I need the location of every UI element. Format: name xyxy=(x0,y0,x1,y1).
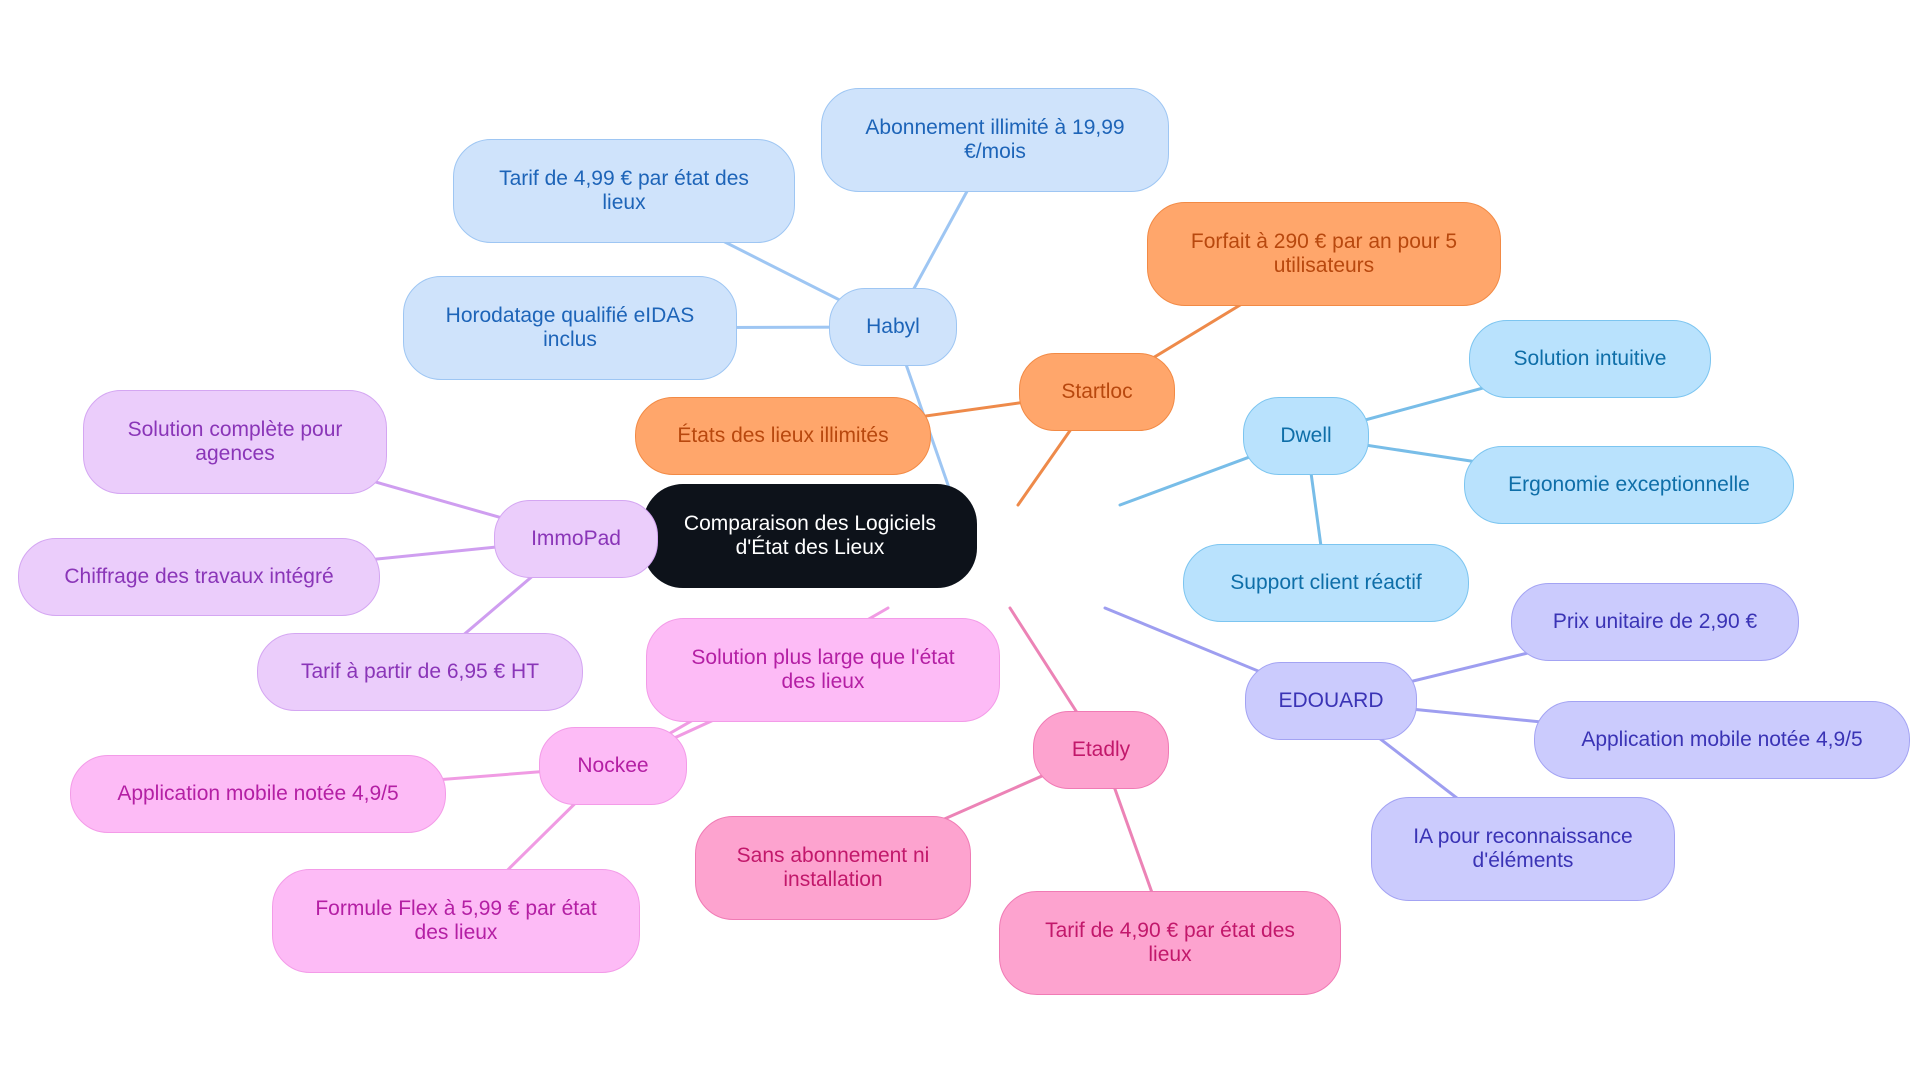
leaf-node-dwell-2-label-line: Ergonomie exceptionnelle xyxy=(1508,472,1750,496)
branch-node-habyl: Habyl xyxy=(829,288,957,366)
leaf-node-edouard-3-label-line: IA pour reconnaissance xyxy=(1413,824,1633,848)
root-node-label-line: d'État des Lieux xyxy=(735,536,885,559)
leaf-node-dwell-3-label-line: Support client réactif xyxy=(1230,570,1422,594)
leaf-node-nockee-2-label-line: Application mobile notée 4,9/5 xyxy=(117,781,399,805)
leaf-node-edouard-3-label-line: d'éléments xyxy=(1472,849,1574,872)
leaf-node-etadly-1-label-line: Sans abonnement ni xyxy=(736,843,930,867)
leaf-node-immopad-2: Chiffrage des travaux intégré xyxy=(18,538,380,616)
leaf-node-immopad-3-label-line: Tarif à partir de 6,95 € HT xyxy=(300,659,540,683)
leaf-node-etadly-2-label-line: Tarif de 4,90 € par état des xyxy=(1045,918,1295,942)
leaf-node-nockee-1-label-line: des lieux xyxy=(781,670,865,693)
leaf-node-startloc-2: États des lieux illimités xyxy=(635,397,931,475)
leaf-node-dwell-1-label-line: Solution intuitive xyxy=(1513,346,1667,370)
leaf-node-habyl-1-label-line: Abonnement illimité à 19,99 xyxy=(865,115,1125,139)
branch-node-startloc: Startloc xyxy=(1019,353,1175,431)
leaf-node-etadly-1-label-line: installation xyxy=(783,868,883,891)
branch-node-edouard: EDOUARD xyxy=(1245,662,1417,740)
leaf-node-edouard-1-label-line: Prix unitaire de 2,90 € xyxy=(1552,609,1758,633)
leaf-node-startloc-1-label-line: utilisateurs xyxy=(1273,254,1375,277)
branch-node-etadly: Etadly xyxy=(1033,711,1169,789)
leaf-node-nockee-2: Application mobile notée 4,9/5 xyxy=(70,755,446,833)
leaf-node-habyl-1: Abonnement illimité à 19,99€/mois xyxy=(821,88,1169,192)
leaf-node-startloc-2-label-line: États des lieux illimités xyxy=(677,423,889,447)
branch-node-immopad: ImmoPad xyxy=(494,500,658,578)
leaf-node-habyl-3-label-line: Horodatage qualifié eIDAS xyxy=(445,303,695,327)
leaf-node-nockee-3-label-line: des lieux xyxy=(414,921,498,944)
leaf-node-habyl-3-label-line: inclus xyxy=(543,328,597,351)
leaf-node-habyl-2-label-line: Tarif de 4,99 € par état des xyxy=(499,166,749,190)
leaf-node-habyl-1-label-line: €/mois xyxy=(964,140,1026,163)
branch-node-dwell-label-line: Dwell xyxy=(1280,423,1332,447)
branch-node-startloc-label-line: Startloc xyxy=(1061,379,1133,403)
leaf-node-dwell-3: Support client réactif xyxy=(1183,544,1469,622)
leaf-node-nockee-3-label-line: Formule Flex à 5,99 € par état xyxy=(315,896,597,920)
leaf-node-immopad-2-label-line: Chiffrage des travaux intégré xyxy=(64,564,334,588)
leaf-node-immopad-3: Tarif à partir de 6,95 € HT xyxy=(257,633,583,711)
leaf-node-habyl-2-label-line: lieux xyxy=(602,191,646,214)
leaf-node-startloc-1-label-line: Forfait à 290 € par an pour 5 xyxy=(1190,229,1458,253)
branch-node-edouard-label-line: EDOUARD xyxy=(1278,688,1384,712)
branch-node-nockee: Nockee xyxy=(539,727,687,805)
branch-node-etadly-label-line: Etadly xyxy=(1071,737,1131,761)
leaf-node-edouard-2-label-line: Application mobile notée 4,9/5 xyxy=(1581,727,1863,751)
leaf-node-etadly-2-label-line: lieux xyxy=(1148,943,1192,966)
leaf-node-dwell-1: Solution intuitive xyxy=(1469,320,1711,398)
branch-node-immopad-label-line: ImmoPad xyxy=(531,526,621,550)
leaf-node-immopad-1-label-line: agences xyxy=(195,442,275,465)
branch-node-habyl-label-line: Habyl xyxy=(866,314,920,338)
leaf-node-edouard-1: Prix unitaire de 2,90 € xyxy=(1511,583,1799,661)
root-node-label-line: Comparaison des Logiciels xyxy=(683,511,937,535)
leaf-node-dwell-2: Ergonomie exceptionnelle xyxy=(1464,446,1794,524)
leaf-node-nockee-1-label-line: Solution plus large que l'état xyxy=(691,645,955,669)
branch-node-nockee-label-line: Nockee xyxy=(577,753,649,777)
leaf-node-immopad-1-label-line: Solution complète pour xyxy=(127,417,343,441)
branch-node-dwell: Dwell xyxy=(1243,397,1369,475)
leaf-node-edouard-2: Application mobile notée 4,9/5 xyxy=(1534,701,1910,779)
